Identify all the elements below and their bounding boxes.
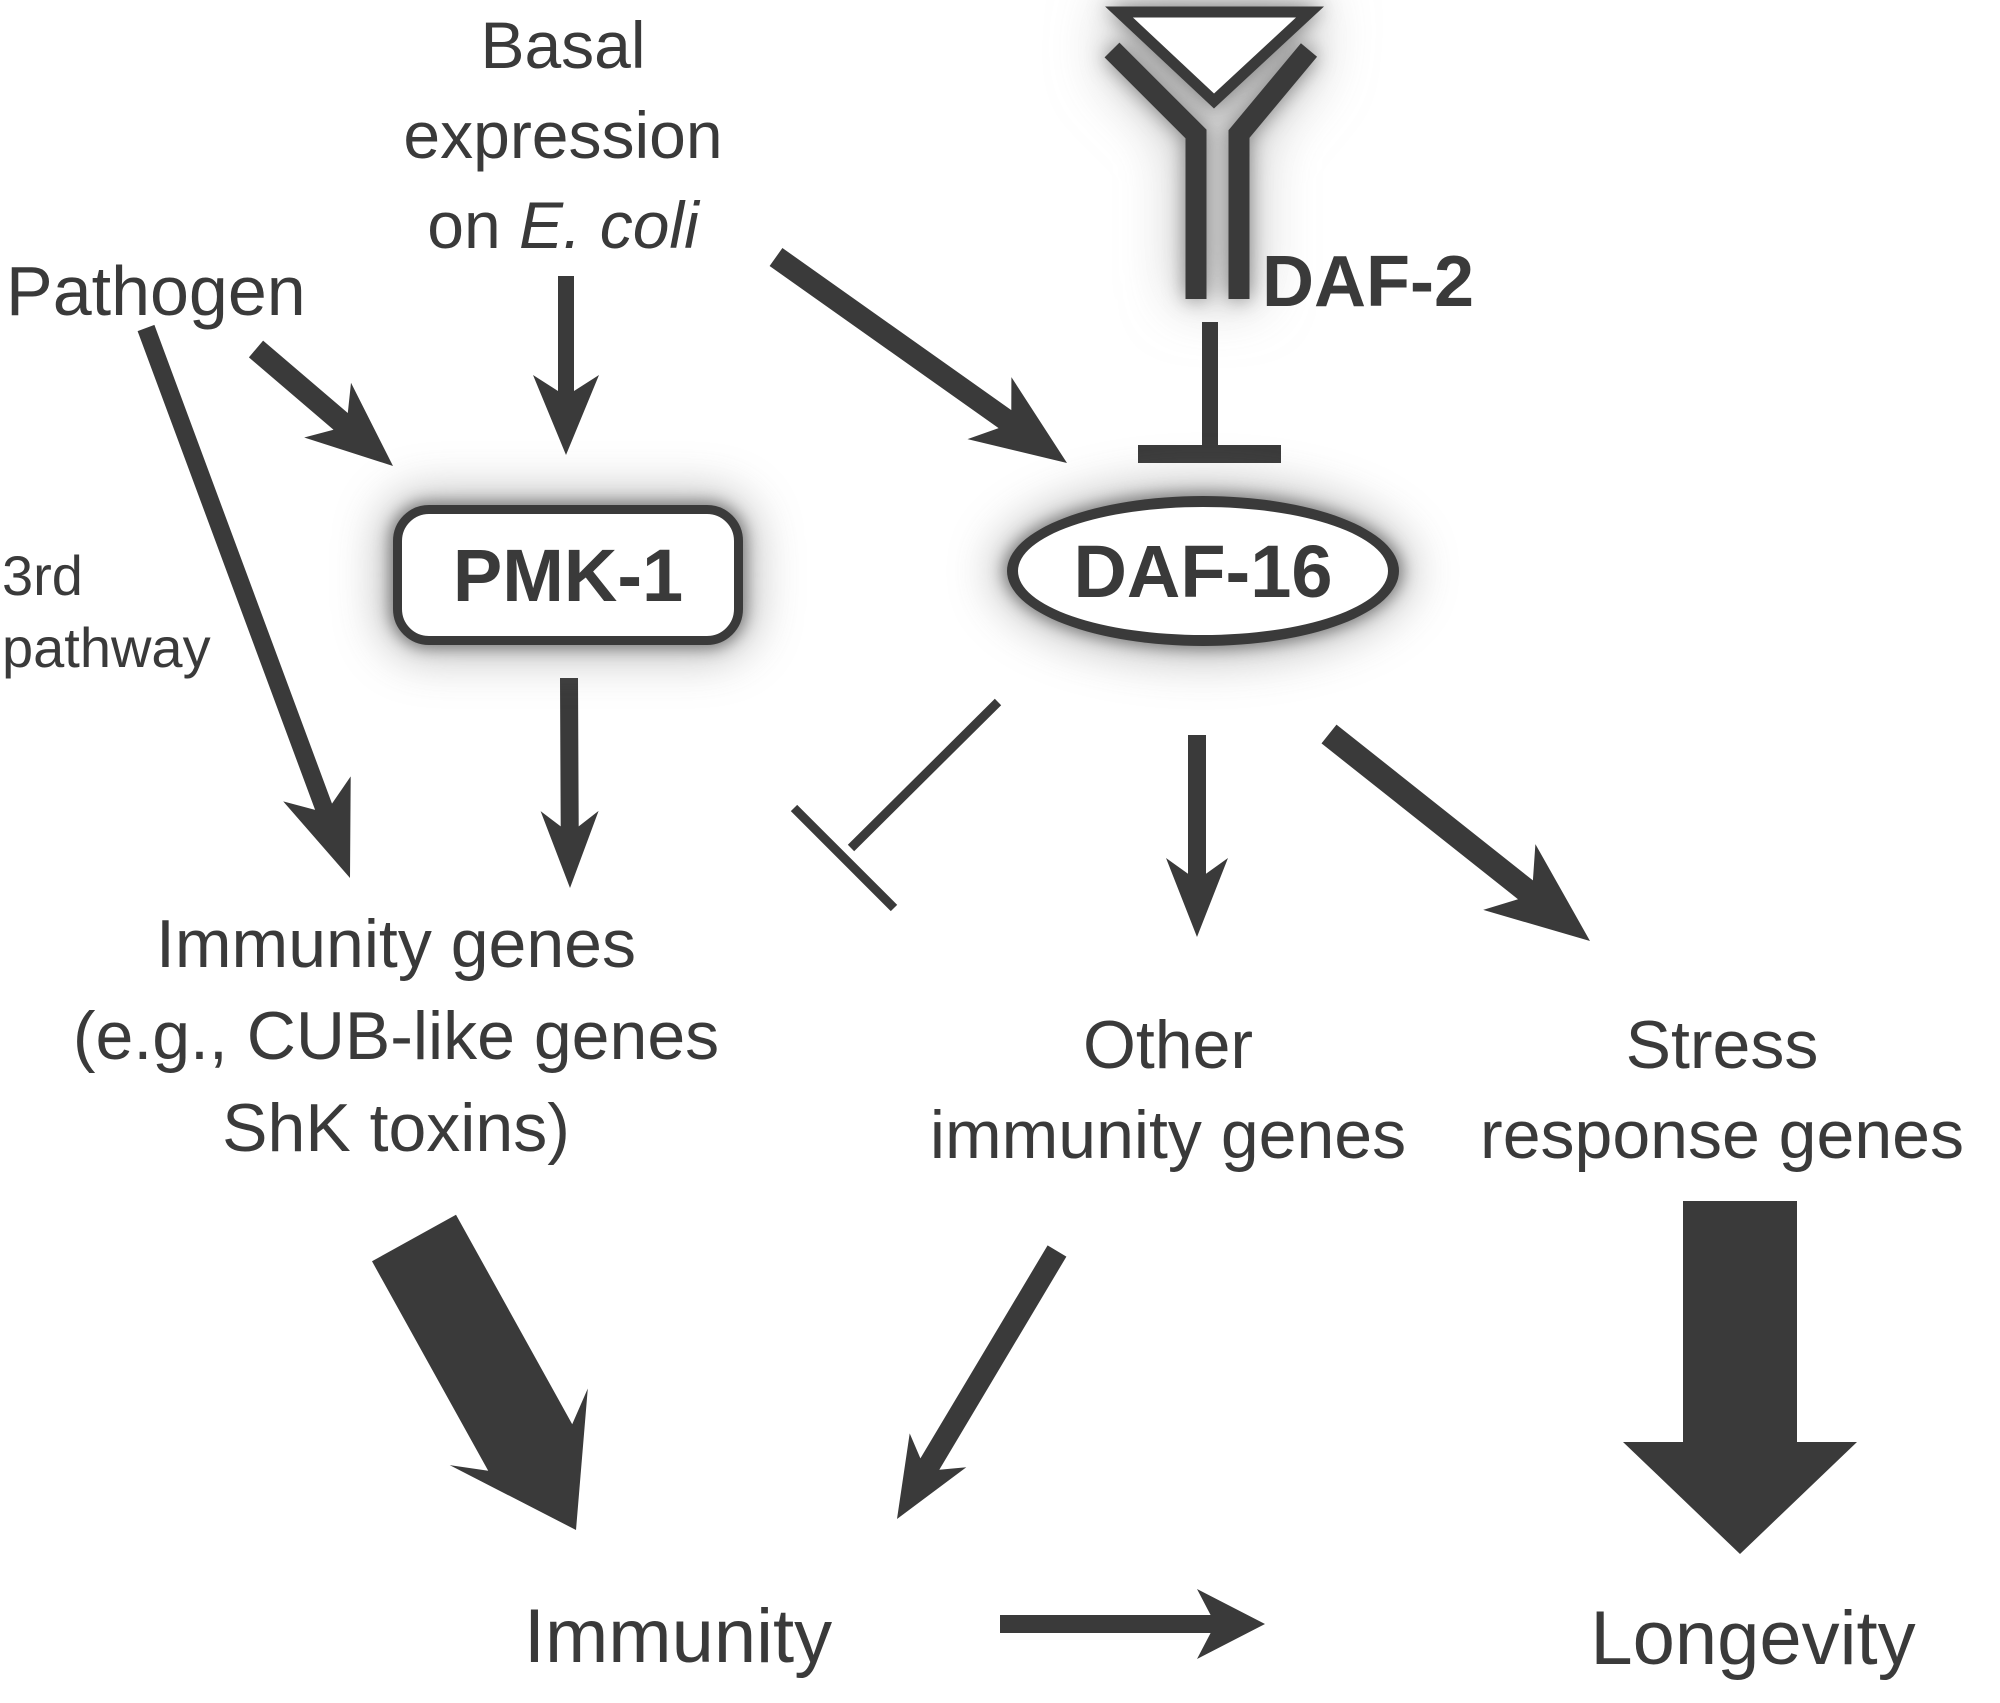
other-immunity-genes-label: Other immunity genes [930, 1000, 1406, 1180]
arrow-pathogen-to-immunity-genes [137, 324, 351, 878]
arrow-basal-to-pmk1 [533, 276, 599, 455]
third-pathway-line1: 3rd [2, 544, 83, 607]
t-bar-head [790, 804, 898, 912]
stress-response-genes-label: Stress response genes [1480, 1000, 1964, 1180]
daf16-node: DAF-16 [1007, 496, 1399, 646]
third-pathway-label: 3rd pathway [2, 540, 211, 684]
third-pathway-line2: pathway [2, 616, 211, 679]
immunity-label: Immunity [523, 1594, 833, 1679]
arrow-pathogen-to-pmk1 [248, 340, 393, 466]
stress-response-line1: Stress [1625, 1007, 1819, 1083]
arrow-pmk1-to-immunity-genes [540, 678, 599, 888]
other-immunity-line1: Other [1082, 1007, 1254, 1083]
immunity-genes-line2: (e.g., CUB-like genes [72, 998, 720, 1074]
receptor-left-arm [1104, 42, 1207, 299]
arrow-daf16-to-other-immunity-genes [1166, 735, 1228, 937]
pathogen-label: Pathogen [6, 252, 306, 330]
immunity-genes-label: Immunity genes (e.g., CUB-like genes ShK… [73, 898, 719, 1174]
arrow-stress-genes-to-longevity [1623, 1201, 1857, 1554]
basal-line2: expression [403, 98, 723, 172]
arrow-immunity-genes-to-immunity [372, 1214, 588, 1530]
immunity-genes-line1: Immunity genes [156, 906, 636, 982]
t-bar-stem [1202, 322, 1218, 449]
pmk1-node: PMK-1 [393, 505, 743, 645]
daf2-receptor-icon [1104, 6, 1325, 299]
arrow-immunity-to-longevity [1000, 1589, 1265, 1659]
inhibitor-daf2-to-daf16 [1138, 322, 1281, 463]
arrow-daf16-to-stress-response-genes [1321, 724, 1590, 941]
stress-response-line2: response genes [1480, 1097, 1964, 1173]
pmk1-node-label: PMK-1 [452, 533, 684, 617]
t-bar-head [1138, 445, 1281, 463]
t-bar-stem [847, 698, 1002, 852]
receptor-right-arm [1228, 43, 1318, 299]
ligand-triangle-icon [1105, 6, 1325, 109]
daf2-label: DAF-2 [1262, 242, 1474, 322]
daf16-node-label: DAF-16 [1073, 529, 1333, 613]
immunity-genes-line3: ShK toxins) [222, 1090, 570, 1166]
basal-line1: Basal [480, 8, 646, 82]
basal-expression-label: Basal expression on E. coli [403, 0, 722, 270]
e-coli-italic: E. coli [519, 188, 699, 262]
arrow-other-immunity-genes-to-immunity [897, 1245, 1067, 1519]
inhibitor-daf16-to-immunity-genes [790, 698, 1002, 912]
arrow-basal-to-daf16 [769, 248, 1067, 463]
basal-line3: on E. coli [427, 188, 699, 262]
other-immunity-line2: immunity genes [929, 1097, 1407, 1173]
longevity-label: Longevity [1590, 1596, 1916, 1681]
